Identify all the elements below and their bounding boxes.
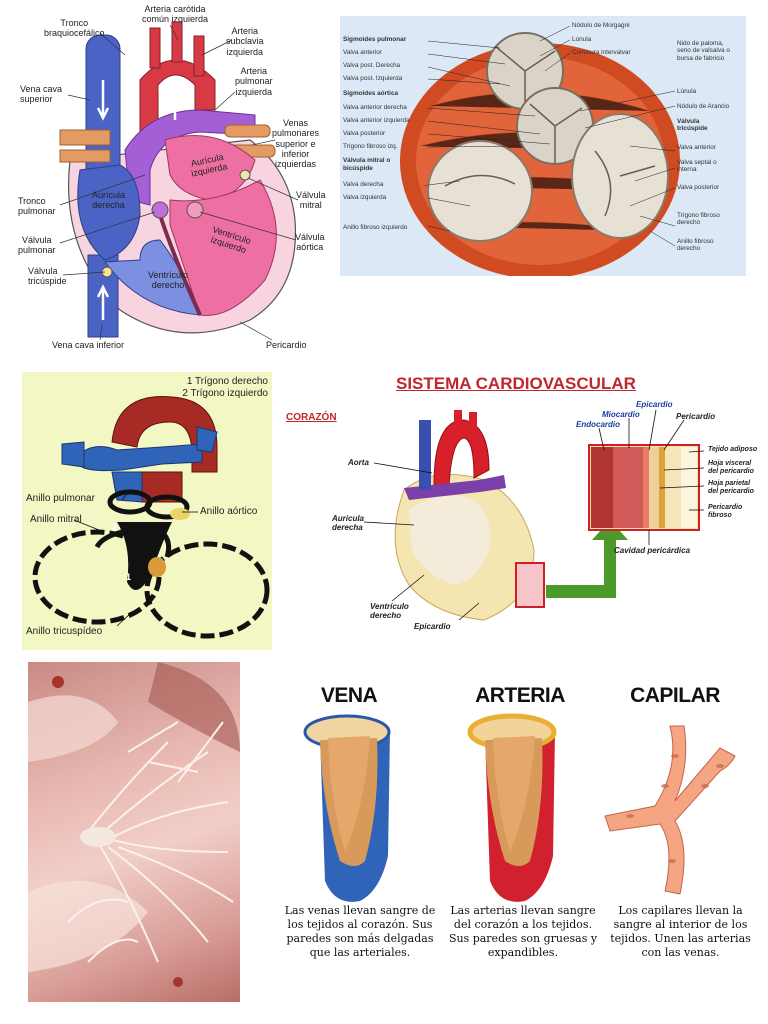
label-auricula-derecha: Aurícula derecha [92,190,126,211]
label-cv-tejido-adiposo: Tejido adiposo [708,446,758,453]
label-cv-miocardio: Miocardio [602,410,640,419]
valve-label: Sigmoides aórtica [343,90,399,97]
label-valvula-aortica: Válvula aórtica [295,232,325,253]
valve-label: Valva post. Izquierda [343,75,403,82]
label-vena-cava-superior: Vena cava superior [20,84,63,105]
label-cv-epicardio-bottom: Epicardio [414,622,451,631]
valve-right-label: Valva septal o interna [677,159,717,174]
cardiovascular-panel: SISTEMA CARDIOVASCULAR CORAZÓN [284,370,764,652]
label-anillo-tricuspideo: Anillo tricuspídeo [26,626,103,637]
valve-top-label: Lúnula [572,36,592,43]
label-cv-auricula-derecha: Aurícula derecha [332,514,365,533]
label-cv-endocardio: Endocardio [576,420,621,429]
label-cv-hoja-parietal: Hoja parietal del pericardio [708,480,754,496]
label-carotida: Arteria carótida común izquierda [142,4,209,25]
valve-right-label: Trígono fibroso derecho [677,212,720,227]
valve-top-label: Comisura intervalvar [572,49,631,56]
vena-title: VENA [320,684,378,707]
valve-label: Valva anterior [343,49,382,56]
label-num-1: 1 [126,572,132,582]
arteria-caption: Las arterias llevan sangre del corazón a… [448,904,598,960]
valve-top-label: Nódulo de Morgagni [572,22,630,29]
label-tronco-pulmonar: Tronco pulmonar [18,196,56,217]
valve-right-label: Valva anterior [677,144,716,151]
heart-diagram-panel: Tronco braquiocefálico Arteria carótida … [0,0,330,360]
valve-label: Valva post. Derecha [343,62,401,69]
vena-caption: Las venas llevan sangre de los tejidos a… [284,904,436,960]
label-tronco-braquiocefalico: Tronco braquiocefálico [44,18,105,39]
label-cv-hoja-visceral: Hoja visceral del pericardio [708,460,754,476]
label-subclavia: Arteria subclavia izquierda [226,26,264,57]
label-pericardio: Pericardio [266,340,307,350]
valve-right-label: Nido de paloma, seno de valsalva o bursa… [677,40,730,62]
vessels-illustration [303,713,736,902]
chordae-photo [28,662,240,1002]
valve-illustration [400,25,680,276]
heart-illustration [59,21,299,341]
label-valvula-pulmonar: Válvula pulmonar [18,235,56,256]
skeleton-legend: 1 Trígono derecho 2 Trígono izquierdo [182,376,268,399]
corazon-subtitle: CORAZÓN [286,412,337,423]
label-ventriculo-derecho: Ventrículo derecho [148,270,189,291]
label-cv-aorta: Aorta [348,458,369,467]
cardiovascular-title: SISTEMA CARDIOVASCULAR [396,374,636,393]
label-pulmonar-izquierda: Arteria pulmonar izquierda [235,66,273,97]
valve-label: Anillo fibroso izquierdo [343,224,408,231]
capilar-title: CAPILAR [630,684,720,707]
label-cv-pericardio-fibroso: Pericardio fibroso [708,504,743,520]
label-venas-pulmonares: Venas pulmonares superior e inferior izq… [272,118,320,170]
valve-label: Valva derecha [343,181,384,188]
valve-label: bicúspide [343,165,373,172]
valve-label: Valva posterior [343,130,386,137]
valve-label: Valva izquierda [343,194,387,201]
label-num-2: 2 [112,522,118,532]
label-cv-epicardio-top: Epicardio [636,400,673,409]
label-vena-cava-inferior: Vena cava inferior [52,340,125,350]
arteria-title: ARTERIA [475,684,565,707]
label-cv-ventriculo-derecho: Ventrículo derecho [370,602,409,621]
valve-right-label: Nódulo de Arancio [677,103,730,110]
label-aorta: Aorta [158,82,180,92]
valve-right-label: Valva posterior [677,184,720,191]
label-anillo-pulmonar: Anillo pulmonar [26,493,95,504]
valve-right-label: Lúnula [677,88,697,95]
valve-label: Trígono fibroso izq. [343,143,398,150]
label-anillo-aortico: Anillo aórtico [200,506,258,517]
label-valvula-mitral: Válvula mitral [296,190,326,211]
skeleton-illustration [32,396,270,639]
label-anillo-mitral: Anillo mitral [30,514,82,525]
label-cv-pericardio: Pericardio [676,412,716,421]
valve-label: Valva anterior izquierda [343,117,410,124]
label-valvula-tricuspide: Válvula tricúspide [28,266,67,287]
valve-right-label: Válvula tricúspide [677,118,708,133]
valve-plate-panel: Sigmoides pulmonar Valva anterior Valva … [340,16,746,276]
valve-right-label: Anillo fibroso derecho [677,238,714,253]
vessels-panel: VENA ARTERIA CAPILAR Las venas llevan sa… [280,676,760,976]
chordae-illustration [28,662,240,987]
valve-label: Válvula mitral o [343,157,391,164]
cardiovascular-illustration [363,409,705,621]
capilar-caption: Los capilares llevan la sangre al interi… [610,904,751,960]
valve-label: Sigmoides pulmonar [343,36,407,43]
label-cv-cavidad-pericardica: Cavidad pericárdica [614,546,691,555]
valve-label: Valva anterior derecha [343,104,407,111]
skeleton-diagram-panel: 1 Trígono derecho 2 Trígono izquierdo An… [22,372,272,650]
